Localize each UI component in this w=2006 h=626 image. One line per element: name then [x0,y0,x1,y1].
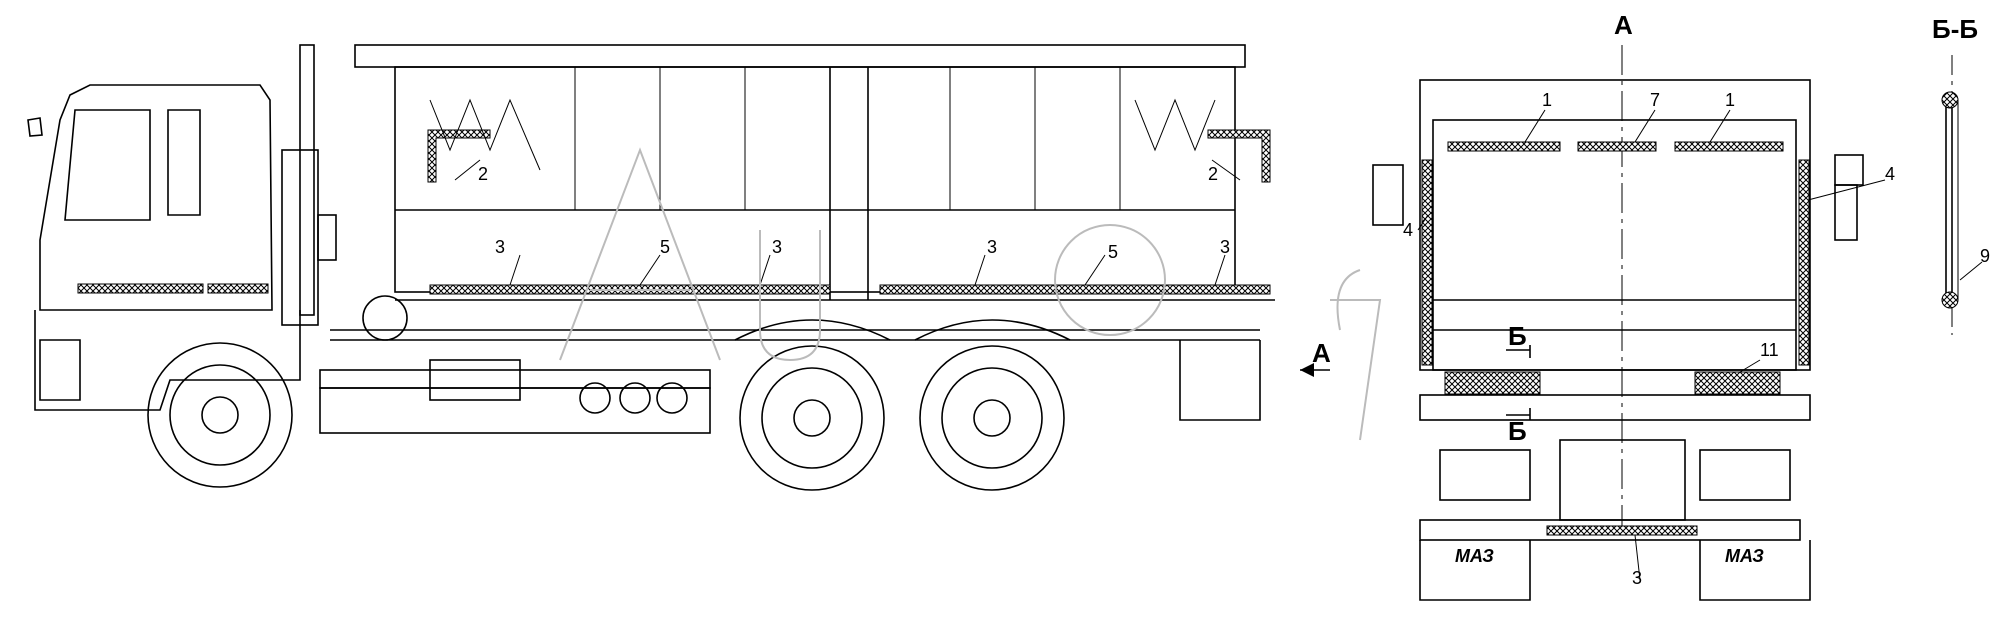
rear-wheel-2 [919,345,1065,491]
callout-4-right: 4 [1885,164,1895,184]
callout-5-b: 5 [1108,242,1118,262]
rear-wheel-1 [739,345,885,491]
cab-reflector-strip [77,283,204,294]
rear-lower-reflector-block [1444,371,1541,395]
view-a-arrow-label: А [1312,338,1331,368]
rear-view-title: А [1614,10,1633,40]
section-view: Б-Б 9 [1932,14,1990,335]
callout-4-left: 4 [1403,220,1413,240]
callout-7: 7 [1650,90,1660,110]
rear-vertical-reflector [1421,159,1433,366]
chassis [319,295,1261,434]
watermark [559,147,1382,441]
callout-3-a: 3 [495,237,505,257]
rear-bumper-reflector [1546,525,1698,536]
callout-9: 9 [1980,246,1990,266]
section-bolt [1941,291,1959,309]
callout-3-c: 3 [987,237,997,257]
callout-2-right: 2 [1208,164,1218,184]
fender [914,319,1071,341]
front-wheel [147,342,293,488]
section-bolt [1941,91,1959,109]
section-view-title: Б-Б [1932,14,1978,44]
rear-badge-right: МАЗ [1725,546,1764,566]
side-view: А 2 2 3 3 3 3 5 5 [27,44,1382,491]
rear-top-reflector [1447,141,1561,152]
callout-3-rear: 3 [1632,568,1642,588]
section-mark-top: Б [1508,321,1527,351]
section-mark-bottom: Б [1508,416,1527,446]
callout-1-right: 1 [1725,90,1735,110]
rear-badge-left: МАЗ [1455,546,1494,566]
rear-top-center-reflector [1577,141,1657,152]
rear-lower-reflector-block [1694,371,1781,395]
callout-3-b: 3 [772,237,782,257]
corner-reflector [1207,129,1271,183]
callout-5-a: 5 [660,237,670,257]
rear-top-reflector [1674,141,1784,152]
view-a-arrow: А [1300,338,1331,377]
callout-1-left: 1 [1542,90,1552,110]
callout-2-left: 2 [478,164,488,184]
side-reflector-strip [879,284,1271,295]
rear-view: А Б Б МАЗ МАЗ [1372,10,1895,601]
side-callouts: 2 2 3 3 3 3 5 5 [454,159,1241,286]
fender [734,319,891,341]
callout-3-d: 3 [1220,237,1230,257]
cab [27,44,337,411]
dump-body [354,44,1275,301]
rear-vertical-reflector [1798,159,1810,366]
cab-reflector-strip [207,283,269,294]
callout-11: 11 [1760,340,1779,360]
